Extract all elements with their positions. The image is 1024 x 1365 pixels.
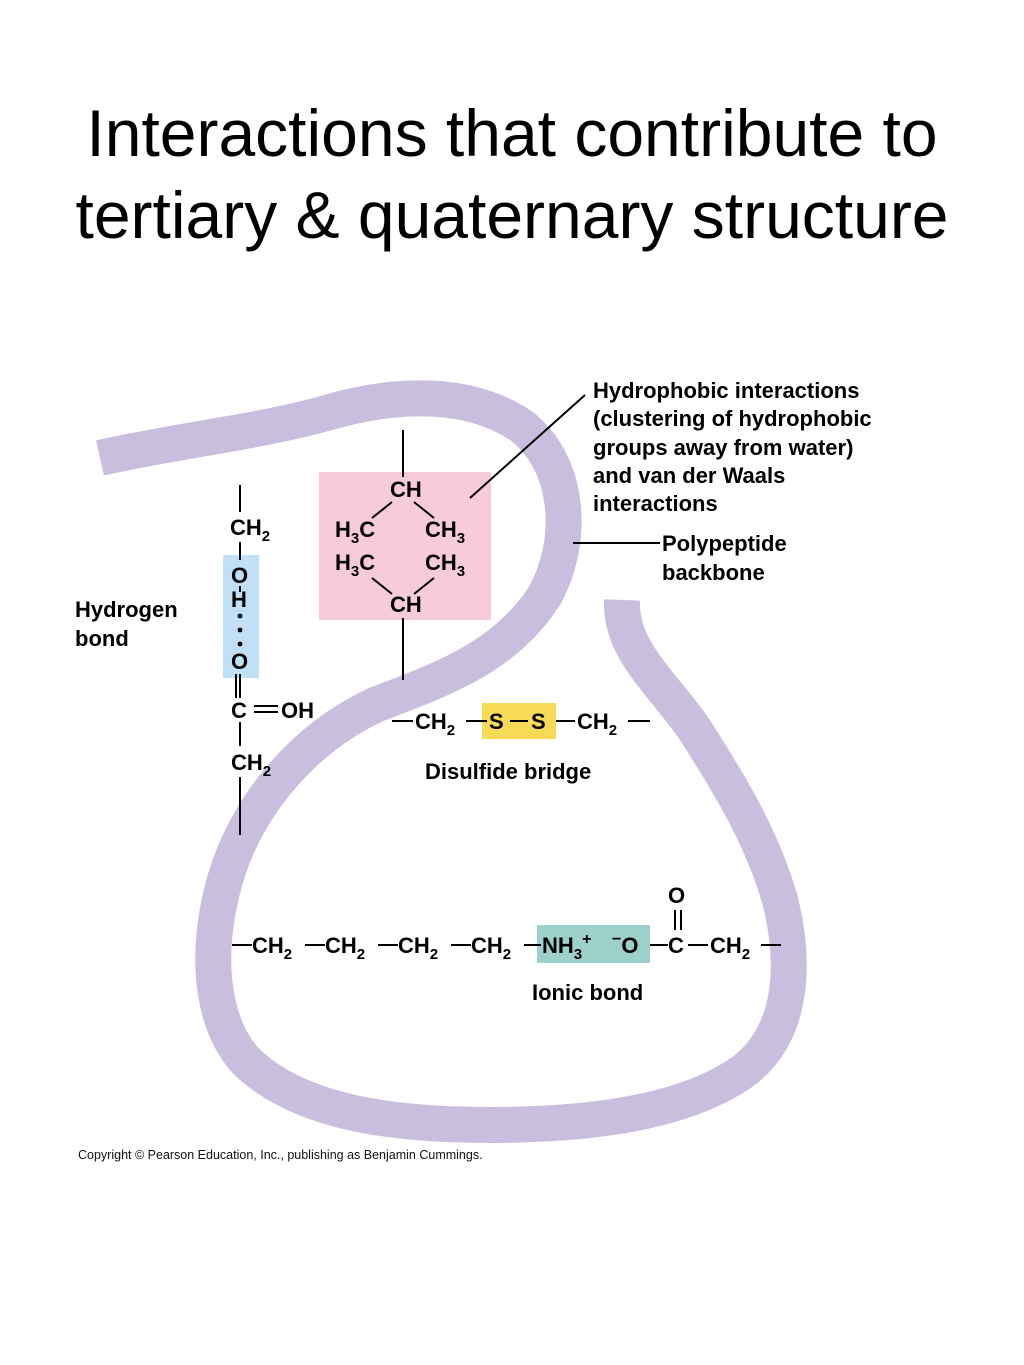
hydrophobic-ch-top: CH <box>390 477 422 502</box>
ionic-ch2-1: CH2 <box>252 933 292 963</box>
hbond-ch2-top: CH2 <box>230 515 270 545</box>
hydrophobic-label-3: groups away from water) <box>593 435 853 460</box>
hbond-o-donor: O <box>231 563 248 588</box>
disulfide-bridge-label: Disulfide bridge <box>425 759 591 784</box>
slide-title: Interactions that contribute to tertiary… <box>0 92 1024 256</box>
ionic-bonds <box>232 910 781 946</box>
hydrophobic-ch-bottom: CH <box>390 592 422 617</box>
title-line-1: Interactions that contribute to <box>86 96 938 170</box>
ionic-ch2-5: CH2 <box>710 933 750 963</box>
disulfide-ch2-right: CH2 <box>577 709 617 739</box>
hydrogen-bond-dots <box>237 613 243 647</box>
backbone-label-1: Polypeptide <box>662 531 787 556</box>
hydrophobic-ch3-2: CH3 <box>425 550 465 580</box>
hydrophobic-bonds <box>371 394 586 680</box>
hydrophobic-label-2: (clustering of hydrophobic <box>593 406 872 431</box>
ionic-bond-label: Ionic bond <box>532 980 643 1005</box>
ionic-o-minus: −O <box>612 931 638 958</box>
disulfide-ch2-left: CH2 <box>415 709 455 739</box>
hydrogen-bond-group <box>235 485 278 835</box>
hydrophobic-h3c-1: H3C <box>335 517 375 547</box>
hydrophobic-box <box>319 472 491 620</box>
backbone-label-2: backbone <box>662 560 765 585</box>
hbond-o-acceptor: O <box>231 649 248 674</box>
hbond-oh: OH <box>281 698 314 723</box>
ionic-ch2-2: CH2 <box>325 933 365 963</box>
hydrophobic-label-4: and van der Waals <box>593 463 785 488</box>
hydrophobic-label-5: interactions <box>593 491 718 516</box>
hbond-c: C <box>231 698 247 723</box>
polypeptide-backbone-ribbon <box>96 380 807 1144</box>
ionic-o-top: O <box>668 883 685 908</box>
ionic-ch2-4: CH2 <box>471 933 511 963</box>
copyright-notice: Copyright © Pearson Education, Inc., pub… <box>78 1148 483 1162</box>
hydrogen-bond-label-2: bond <box>75 626 129 651</box>
ionic-c: C <box>668 933 684 958</box>
ionic-bond-box <box>537 925 650 963</box>
ionic-nh3-plus: NH3+ <box>542 931 591 963</box>
disulfide-s-right: S <box>531 709 546 734</box>
hydrophobic-ch3-1: CH3 <box>425 517 465 547</box>
hydrophobic-label-1: Hydrophobic interactions <box>593 378 859 403</box>
disulfide-s-left: S <box>489 709 504 734</box>
title-line-2: tertiary & quaternary structure <box>75 178 949 252</box>
hydrogen-bond-label-1: Hydrogen <box>75 597 178 622</box>
hbond-h: H <box>231 587 247 612</box>
ionic-ch2-3: CH2 <box>398 933 438 963</box>
hbond-ch2-bottom: CH2 <box>231 750 271 780</box>
hydrophobic-h3c-2: H3C <box>335 550 375 580</box>
